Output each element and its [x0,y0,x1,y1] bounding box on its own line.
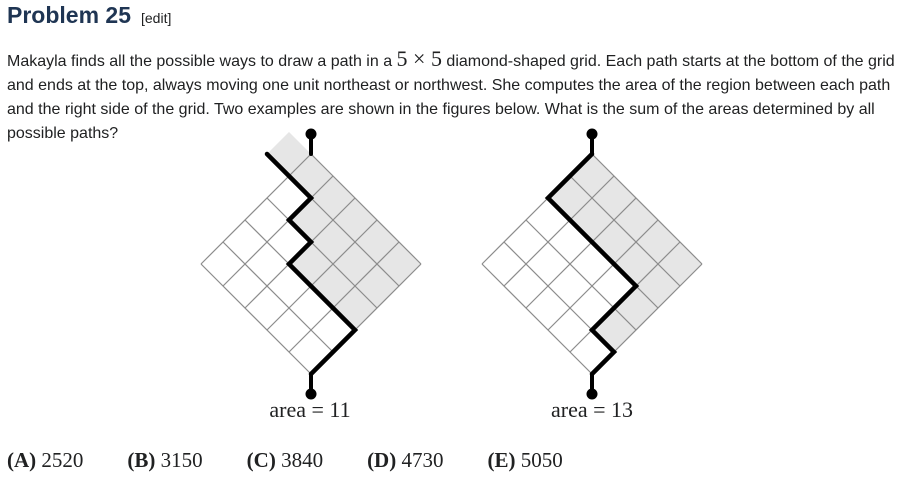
path-end-dot [586,128,598,140]
grid-line [525,219,637,331]
grid-line [503,175,615,287]
figure-2-area-label: area = 13 [550,397,634,422]
edit-link-wrapper: [edit] [141,10,171,26]
choice-d-letter: (D) [367,448,397,472]
grid-line [569,175,681,287]
edit-link[interactable]: [edit] [141,10,172,26]
lattice-path [544,151,640,377]
path-start-dot [586,388,598,400]
grid-line [266,197,378,309]
problem-statement: Makayla finds all the possible ways to d… [7,47,895,146]
diamond-grid-figure-2 [481,128,703,400]
grid-line [288,241,400,353]
choice-a[interactable]: (A) 2520 [7,448,83,473]
grid-line [525,197,637,309]
choice-e-letter: (E) [487,448,516,472]
choice-c-letter: (C) [246,448,276,472]
grid-line [222,175,334,287]
choice-c-value: 3840 [281,448,324,472]
path-end-dot [305,128,317,140]
figure-1-area-label: area = 11 [269,397,351,422]
grid-line [200,263,312,375]
choice-e[interactable]: (E) 5050 [487,448,562,473]
lattice-path [264,151,359,377]
problem-text-part-2: diamond-shaped grid. Each path starts at… [7,53,895,142]
problem-title: Problem 25 [7,2,131,28]
choice-d[interactable]: (D) 4730 [367,448,443,473]
choice-b-letter: (B) [127,448,156,472]
choice-c[interactable]: (C) 3840 [247,448,323,473]
answer-choices: (A) 2520 (B) 3150 (C) 3840 (D) 4730 (E) … [7,448,607,473]
choice-e-value: 5050 [520,448,563,472]
choice-b-value: 3150 [160,448,203,472]
grid-line [222,241,334,353]
choice-a-letter: (A) [7,448,37,472]
path-start-dot [305,388,317,400]
choice-b[interactable]: (B) 3150 [127,448,202,473]
grid-line [481,263,593,375]
problem-text-part-1: Makayla finds all the possible ways to d… [7,53,397,70]
grid-line [591,153,703,265]
grid-line [200,153,312,265]
grid-line [310,153,422,265]
section-heading: Problem 25 [edit] [7,2,171,29]
choice-a-value: 2520 [41,448,84,472]
grid-line [547,219,659,331]
grid-size-math: 5 × 5 [396,46,442,71]
choice-d-value: 4730 [401,448,444,472]
diamond-grid-figure-1 [200,128,422,400]
grid-line [266,219,378,331]
